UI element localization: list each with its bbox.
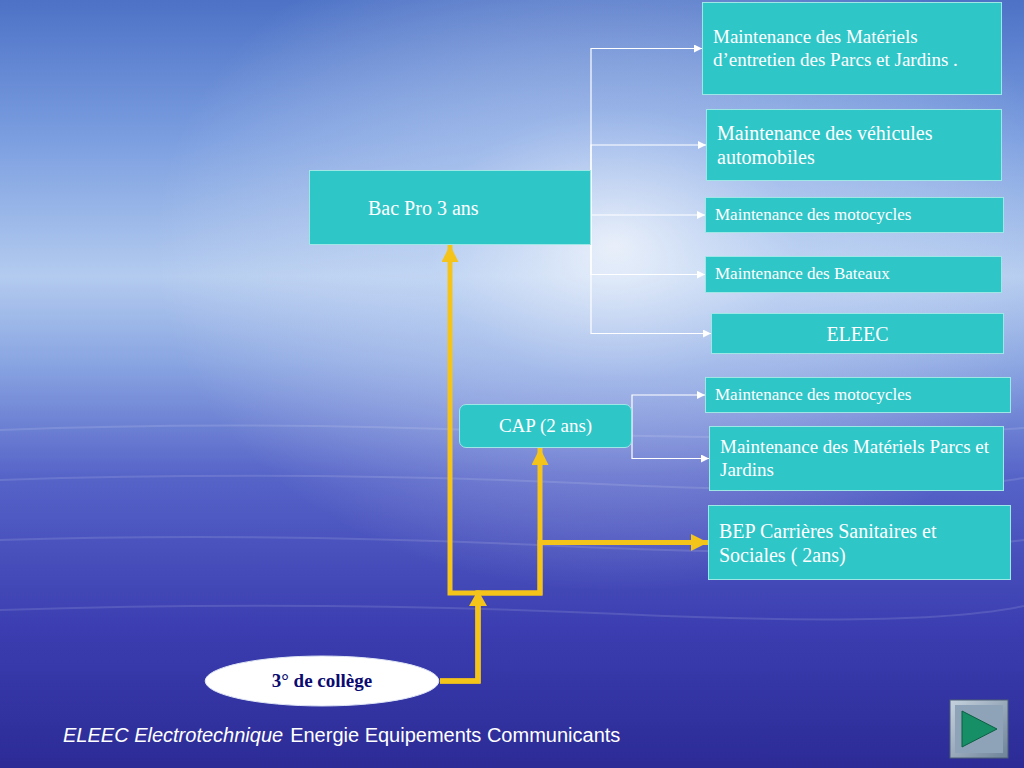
box-text: Maintenance des motocycles <box>715 205 911 225</box>
path-arrow <box>440 448 540 681</box>
box-text: Maintenance des Bateaux <box>715 264 890 284</box>
box-text: Maintenance des Matériels Parcs et Jardi… <box>720 436 993 482</box>
branch-arrow <box>591 49 702 208</box>
path-arrow <box>440 245 478 681</box>
branch-arrow <box>591 208 705 216</box>
water-ripples <box>0 425 1024 619</box>
course-box: Maintenance des Bateaux <box>705 256 1002 293</box>
footer: ELEEC Electrotechnique Energie Equipement… <box>63 724 620 747</box>
branch-arrow <box>591 145 706 208</box>
box-text: Bac Pro 3 ans <box>368 196 479 220</box>
course-box: Bac Pro 3 ans <box>309 170 591 245</box>
branch-arrow <box>591 208 711 334</box>
box-text: Maintenance des Matériels d’entretien de… <box>713 26 991 72</box>
branch-arrow <box>591 208 705 275</box>
course-box: BEP Carrières Sanitaires et Sociales ( 2… <box>708 505 1011 580</box>
branch-arrow <box>632 395 705 426</box>
course-box: Maintenance des motocycles <box>705 197 1004 233</box>
box-text: ELEEC <box>826 322 888 346</box>
box-text: 3° de collège <box>272 670 372 693</box>
ellipse-shape <box>205 656 439 706</box>
course-box: ELEEC <box>711 313 1004 354</box>
footer-note: ELEEC Electrotechnique <box>63 724 283 747</box>
box-text: BEP Carrières Sanitaires et Sociales ( 2… <box>719 519 1000 567</box>
box-text: CAP (2 ans) <box>499 415 592 438</box>
box-text: Maintenance des véhicules automobiles <box>717 121 991 169</box>
footer-note: Energie Equipements Communicants <box>290 724 620 747</box>
next-button <box>950 700 1008 758</box>
box-text: Maintenance des motocycles <box>715 385 911 405</box>
course-box: CAP (2 ans) <box>459 404 632 448</box>
course-box: Maintenance des Matériels Parcs et Jardi… <box>709 426 1004 491</box>
course-box: Maintenance des Matériels d’entretien de… <box>702 2 1002 95</box>
start-ellipse: 3° de collège <box>204 655 440 707</box>
branch-arrow <box>632 426 709 459</box>
path-arrow <box>440 543 708 682</box>
course-box: Maintenance des véhicules automobiles <box>706 109 1002 181</box>
course-box: Maintenance des motocycles <box>705 377 1011 413</box>
